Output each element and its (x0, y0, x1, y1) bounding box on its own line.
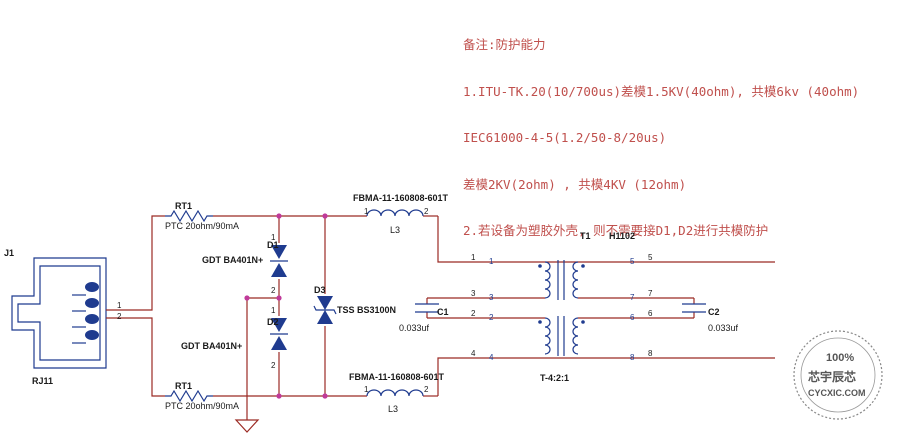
pin-3-outer: 3 (471, 289, 476, 298)
d2-value: GDT BA401N+ (181, 341, 242, 351)
notes-line-4: 2.若设备为塑胶外壳, 则不需要接D1,D2进行共模防护 (463, 223, 769, 238)
t1-ref: T1 (580, 231, 591, 241)
pin-7-outer: 7 (648, 289, 653, 298)
l3-bottom-pin-2: 2 (424, 385, 429, 394)
d2-gdt (270, 318, 288, 350)
design-notes: 备注:防护能力 1.ITU-TK.20(10/700us)差模1.5KV(40o… (463, 6, 859, 254)
ground-icon (234, 419, 260, 433)
d1-ref: D1 (267, 240, 279, 250)
watermark-percent: 100% (826, 352, 854, 364)
pin-1-inner: 1 (489, 257, 494, 266)
d1-value: GDT BA401N+ (202, 255, 263, 265)
t1-ratio: T-4:2:1 (540, 373, 569, 383)
pin-6-inner: 6 (630, 313, 635, 322)
d2-ref: D2 (267, 317, 279, 327)
watermark-cn: 芯宇辰芯 (808, 369, 856, 384)
pin-6-outer: 6 (648, 309, 653, 318)
pin-4-outer: 4 (471, 349, 476, 358)
d3-value: TSS BS3100N (337, 305, 396, 315)
l3-bottom-part: FBMA-11-160808-601T (349, 372, 445, 382)
junctions (244, 213, 328, 399)
rt1-bottom-ref: RT1 (175, 381, 192, 391)
c1-capacitor (415, 303, 439, 313)
j1-pin-1: 1 (117, 301, 122, 310)
rt1-bottom-value: PTC 20ohm/90mA (165, 401, 239, 411)
l3-top-ferrite (366, 209, 424, 217)
c2-value: 0.033uf (708, 323, 739, 333)
l3-bottom-pin-1: 1 (364, 385, 369, 394)
rt1-bottom-resistor (165, 389, 213, 403)
notes-line-2: IEC61000-4-5(1.2/50-8/20us) (463, 130, 667, 145)
t1-transformer (538, 260, 585, 356)
rt1-top-resistor (165, 209, 213, 223)
rj11-connector (11, 257, 107, 369)
c1-value: 0.033uf (399, 323, 430, 333)
t1-part: H1102 (609, 231, 635, 241)
notes-line-3: 差模2KV(2ohm) , 共模4KV (12ohm) (463, 176, 687, 192)
wires (106, 215, 775, 420)
d3-tss (313, 296, 337, 324)
rt1-top-value: PTC 20ohm/90mA (165, 221, 239, 231)
pin-2-outer: 2 (471, 309, 476, 318)
watermark-seal: 100% 芯宇辰芯 CYCXIC.COM (793, 330, 883, 420)
pin-7-inner: 7 (630, 293, 635, 302)
pin-5-inner: 5 (630, 257, 635, 266)
d2-pin-1: 1 (271, 306, 276, 315)
l3-top-pin-2: 2 (424, 207, 429, 216)
j1-ref: J1 (4, 248, 14, 258)
pin-3-inner: 3 (489, 293, 494, 302)
d1-pin-1: 1 (271, 233, 276, 242)
d1-gdt (270, 245, 288, 277)
pin-5-outer: 5 (648, 253, 653, 262)
c1-ref: C1 (437, 307, 449, 317)
c2-capacitor (682, 303, 706, 313)
l3-top-pin-1: 1 (364, 207, 369, 216)
notes-title: 备注:防护能力 (463, 37, 546, 52)
l3-top-part: FBMA-11-160808-601T (353, 193, 449, 203)
pin-8-outer: 8 (648, 349, 653, 358)
pin-8-inner: 8 (630, 353, 635, 362)
pin-1-outer: 1 (471, 253, 476, 262)
l3-bottom-ref: L3 (388, 404, 398, 414)
pin-4-inner: 4 (489, 353, 494, 362)
j1-pin-2: 2 (117, 312, 122, 321)
d2-pin-2: 2 (271, 361, 276, 370)
notes-line-1: 1.ITU-TK.20(10/700us)差模1.5KV(40ohm), 共模6… (463, 83, 860, 99)
watermark-site: CYCXIC.COM (808, 388, 866, 398)
d1-pin-2: 2 (271, 286, 276, 295)
c2-ref: C2 (708, 307, 720, 317)
rt1-top-ref: RT1 (175, 201, 192, 211)
pin-2-inner: 2 (489, 313, 494, 322)
d3-ref: D3 (314, 285, 326, 295)
j1-name: RJ11 (32, 376, 53, 386)
l3-bottom-ferrite (366, 389, 424, 397)
l3-top-ref: L3 (390, 225, 400, 235)
